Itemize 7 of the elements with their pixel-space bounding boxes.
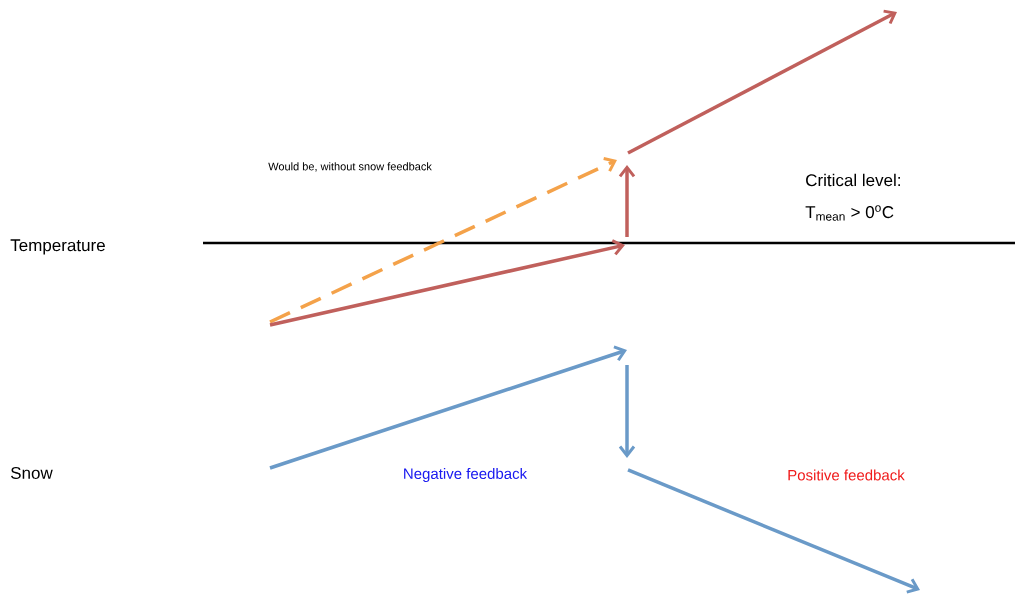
label-text: T$_{mean}$ > 0$^{o}$C [805,205,894,221]
label-text: Critical level: [806,173,900,187]
label-text: Snow [11,466,53,479]
label-text: Temperature [10,239,105,255]
label-text: Would be, without snow feedback [268,162,432,172]
label-text: Positive feedback [788,469,905,481]
label-text: Negative feedback [404,468,528,482]
